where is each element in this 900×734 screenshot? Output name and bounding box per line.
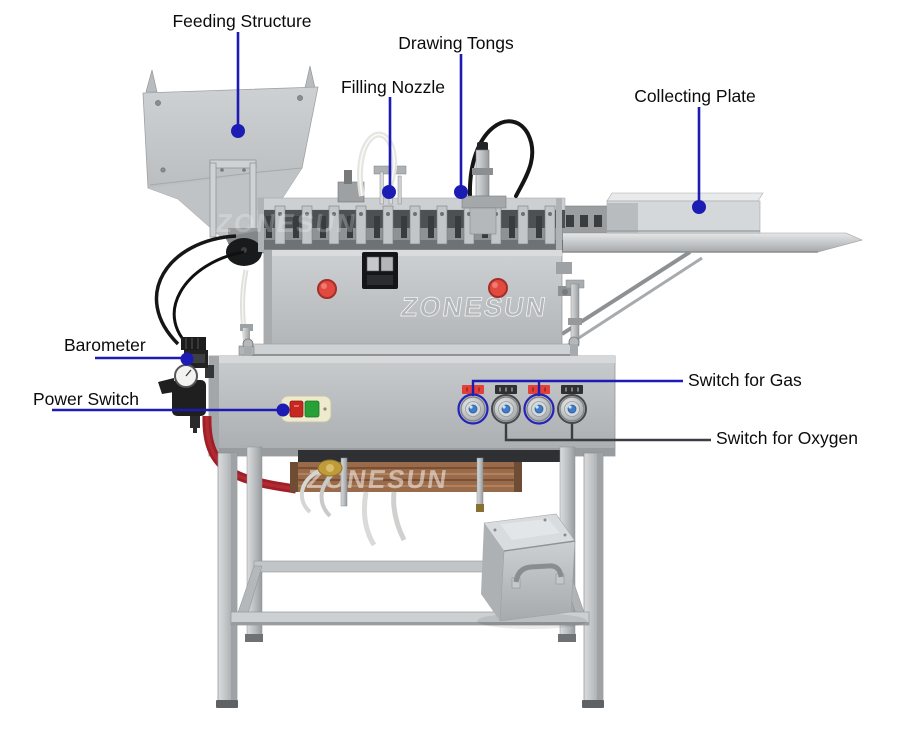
collecting-plate-box — [606, 192, 764, 234]
barometer-regulator — [158, 337, 214, 433]
label-switch-for-gas: Switch for Gas — [688, 370, 802, 390]
feeding-structure-dot — [231, 124, 245, 138]
oxygen-valve-knob-2 — [559, 385, 585, 422]
drawing-tongs-dot — [454, 185, 468, 199]
callout-lines — [52, 32, 711, 442]
power-switch-dot — [276, 403, 290, 417]
power-switch-part — [280, 395, 332, 423]
label-power-switch: Power Switch — [33, 389, 140, 409]
gas-knob-circle-2 — [523, 393, 555, 425]
gas-knob-circle-1 — [457, 393, 489, 425]
red-adjust-knob-left — [317, 279, 337, 299]
box-handle — [513, 563, 564, 583]
label-feeding-structure: Feeding Structure — [172, 11, 312, 31]
zonesun-watermark-deck: ZONESUN — [214, 208, 359, 238]
oxygen-knob-circle-2 — [557, 394, 587, 424]
gas-valve-knob-2 — [526, 385, 552, 422]
barometer-dot — [180, 352, 194, 366]
zonesun-watermark-body: ZONESUN — [399, 291, 549, 322]
collection-box — [477, 513, 587, 629]
under-table-assembly: ZONESUN — [290, 450, 560, 547]
label-filling-nozzle: Filling Nozzle — [340, 77, 446, 97]
gas-valve-knob-1 — [460, 385, 486, 422]
label-barometer: Barometer — [64, 335, 146, 355]
oxygen-valve-knob-1 — [493, 385, 519, 422]
red-adjust-knob-right — [488, 278, 508, 298]
label-drawing-tongs: Drawing Tongs — [398, 33, 514, 53]
ampoule-clamp-row — [266, 204, 562, 252]
machine-body: ZONESUN — [249, 249, 576, 358]
label-collecting-plate: Collecting Plate — [634, 86, 756, 106]
filling-nozzle-dot — [382, 185, 396, 199]
collecting-plate-dot — [692, 200, 706, 214]
oxygen-knob-circle-1 — [491, 394, 521, 424]
drawing-tongs-part — [461, 119, 535, 235]
power-off-button — [289, 400, 304, 418]
collecting-plate-assembly — [544, 192, 863, 347]
collecting-tray-blade — [555, 232, 863, 253]
label-switch-for-oxygen: Switch for Oxygen — [716, 428, 858, 448]
counter-window — [362, 252, 398, 289]
power-on-button — [304, 400, 320, 418]
